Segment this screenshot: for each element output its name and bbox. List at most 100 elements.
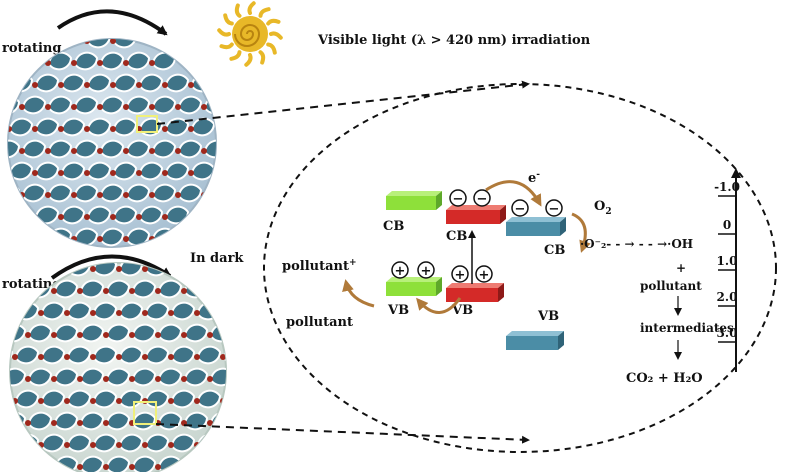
bottom-sphere-cell (27, 455, 53, 475)
top-sphere-cell (177, 95, 203, 115)
blue-vb-block (506, 331, 564, 350)
top-sphere-dot (201, 104, 207, 110)
top-sphere-cell (73, 95, 99, 115)
top-sphere-dot (71, 60, 77, 66)
rotating-label-top: rotating (2, 41, 61, 56)
top-sphere-cell (151, 183, 177, 203)
top-sphere (7, 38, 217, 248)
green-cb-label: CB (383, 219, 404, 234)
bottom-sphere-dot (207, 376, 213, 382)
top-sphere-dot (84, 170, 90, 176)
bottom-sphere-dot (103, 288, 109, 294)
bottom-sphere-dot (38, 398, 44, 404)
top-sphere-dot (162, 214, 168, 220)
hole-transfer-arrow (416, 297, 462, 314)
electron-transfer-arrow (485, 180, 542, 207)
top-rotating-arrow (56, 9, 168, 36)
bottom-sphere-cell (66, 301, 92, 321)
bottom-sphere-cell (118, 345, 144, 365)
bottom-sphere-dot (155, 376, 161, 382)
bottom-sphere-dot (12, 354, 18, 360)
bottom-sphere-cell (79, 411, 105, 431)
svg-text:−: − (549, 202, 560, 217)
top-sphere-dot (8, 214, 12, 220)
blue-cb-label: CB (544, 243, 565, 258)
bottom-sphere-cell (170, 301, 196, 321)
bottom-sphere-dot (25, 464, 31, 470)
bottom-sphere-dot (51, 464, 57, 470)
top-sphere-cell (86, 39, 112, 49)
bottom-sphere-dot (116, 310, 122, 316)
top-sphere-dot (162, 82, 168, 88)
top-sphere-cell (99, 183, 125, 203)
top-sphere-cell (112, 117, 138, 137)
bottom-sphere-cell (131, 323, 157, 343)
bottom-sphere-dot (103, 332, 109, 338)
bottom-sphere-cell (53, 279, 79, 299)
electron-minus-4: − (545, 199, 563, 217)
top-sphere-cell (177, 139, 203, 159)
bottom-zoom-box (133, 401, 157, 425)
top-sphere-cell (34, 73, 60, 93)
bottom-sphere-dot (207, 332, 213, 338)
bottom-rotating-arrow (50, 254, 172, 280)
green-vb-label: VB (387, 303, 409, 318)
scale-tick-label: 2.0 (717, 290, 738, 304)
top-sphere-dot (71, 104, 77, 110)
bottom-sphere-dot (38, 354, 44, 360)
top-sphere-cell (47, 139, 73, 159)
top-sphere-dot (149, 148, 155, 154)
top-sphere-cell (203, 139, 216, 159)
top-sphere-cell (138, 161, 164, 181)
top-sphere-dot (84, 214, 90, 220)
top-sphere-dot (110, 170, 116, 176)
top-sphere-cell (112, 39, 138, 49)
bottom-sphere-dot (25, 332, 31, 338)
top-sphere-dot (97, 236, 103, 242)
top-sphere-cell (125, 95, 151, 115)
top-sphere-cell (60, 161, 86, 181)
top-sphere-dot (136, 170, 142, 176)
top-sphere-dot (110, 39, 116, 44)
top-sphere-dot (149, 192, 155, 198)
top-sphere-cell (125, 51, 151, 71)
bottom-sphere-cell (105, 323, 131, 343)
top-sphere-cell (151, 139, 177, 159)
bottom-sphere-dot (181, 332, 187, 338)
bottom-sphere-cell (144, 345, 170, 365)
top-sphere-dot (58, 214, 64, 220)
scale-tick-label: 1.0 (717, 254, 738, 268)
top-sphere-cell (73, 227, 99, 247)
bottom-sphere-cell (144, 433, 170, 453)
top-sphere-cell (164, 161, 190, 181)
sun-icon (217, 1, 283, 67)
top-sphere-cell (86, 205, 112, 225)
sun-ray (217, 28, 231, 37)
bottom-sphere-dot (64, 442, 70, 448)
top-sphere-dot (175, 192, 181, 198)
bottom-sphere-dot (64, 354, 70, 360)
top-sphere-cell (190, 205, 216, 225)
bottom-sphere-dot (77, 288, 83, 294)
bottom-sphere-cell (157, 367, 183, 387)
top-sphere-dot (97, 104, 103, 110)
top-sphere-dot (71, 148, 77, 154)
bottom-sphere-dot (77, 332, 83, 338)
bottom-sphere-dot (77, 420, 83, 426)
scale-tick-label: 3.0 (717, 326, 738, 340)
top-sphere-cell (47, 183, 73, 203)
bottom-sphere-cell (118, 301, 144, 321)
svg-text:−: − (453, 192, 464, 207)
bottom-sphere-dot (25, 376, 31, 382)
electron-minus-3: − (511, 199, 529, 217)
top-sphere-cell (60, 73, 86, 93)
bottom-sphere-dot (64, 310, 70, 316)
top-sphere-cell (99, 139, 125, 159)
blue-cb-block (506, 217, 566, 236)
sun-ray (258, 50, 266, 65)
top-sphere-dot (110, 214, 116, 220)
bottom-sphere-dot (142, 354, 148, 360)
bottom-sphere-cell (157, 279, 183, 299)
o2-label: O2 (594, 199, 612, 217)
sun-ray (223, 13, 234, 26)
